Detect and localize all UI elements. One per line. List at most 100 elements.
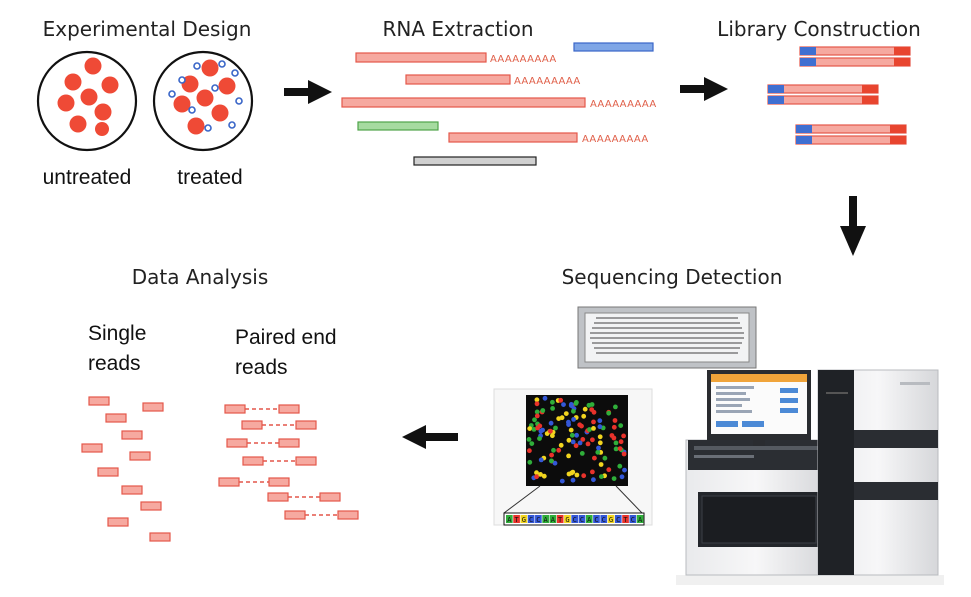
cluster-dot [599, 474, 604, 479]
stage-title-library-construction: Library Construction [717, 17, 921, 41]
cluster-dot [541, 473, 547, 479]
cluster-dot [538, 457, 544, 463]
arrow-to-sequencing [840, 196, 866, 256]
poly-a-tail: AAAAAAAAA [490, 54, 557, 65]
library-fragment [799, 46, 911, 67]
cluster-dot [550, 406, 555, 411]
read-pair [242, 456, 317, 466]
sequencer-side-panel [818, 370, 854, 575]
single-read [107, 517, 129, 527]
cluster-dot [590, 437, 595, 443]
base-box [542, 515, 549, 523]
base-box [571, 515, 579, 523]
cluster-dot [609, 433, 615, 438]
cluster-dot [556, 447, 562, 453]
cluster-dot [553, 425, 558, 431]
cluster-dot [581, 473, 587, 479]
cluster-dot [622, 467, 627, 473]
paired-end-reads [218, 404, 359, 520]
cluster-dot [534, 413, 540, 419]
mrna-strand [405, 74, 511, 85]
poly-a-tail: AAAAAAAAA [514, 76, 581, 87]
base-letter: C [602, 516, 606, 524]
base-box [506, 515, 513, 523]
cluster-dot [534, 409, 540, 415]
cluster-dot [551, 447, 556, 453]
cluster-dot [566, 471, 572, 477]
cluster-dot [617, 463, 623, 469]
cluster-dot [570, 477, 576, 483]
cluster-dots [526, 395, 627, 484]
cluster-dot [537, 423, 543, 429]
base-letter: G [609, 516, 613, 524]
cluster-dot [568, 427, 574, 433]
cluster-dot [621, 451, 627, 457]
cluster-dot [606, 410, 612, 416]
single-read [105, 413, 127, 423]
label-single-reads-line2: reads [88, 352, 141, 375]
flow-cell [577, 306, 757, 369]
cluster-dot [591, 409, 597, 415]
cluster-dot [537, 436, 542, 441]
base-letter: C [631, 516, 635, 524]
cluster-dot [621, 433, 626, 439]
cluster-dot [534, 474, 539, 480]
cluster-dot [538, 472, 543, 477]
base-box [513, 515, 520, 523]
cluster-dot [586, 402, 592, 408]
base-letter: C [573, 516, 577, 524]
poly-a-tail: AAAAAAAAA [590, 99, 657, 110]
base-box [614, 515, 622, 523]
read-pair [267, 492, 341, 502]
cluster-dot [582, 406, 588, 412]
base-box [636, 515, 644, 523]
cluster-dot [597, 424, 603, 430]
base-letter: C [616, 516, 620, 524]
treated-dish [152, 50, 254, 152]
cluster-dot [585, 441, 591, 447]
base-letter: A [544, 516, 549, 524]
cluster-dot [552, 460, 558, 466]
rrna-strand-blue [573, 42, 654, 52]
read-pair [241, 420, 317, 430]
cluster-dot [527, 448, 532, 454]
cluster-dot [568, 402, 574, 407]
single-read [88, 396, 110, 406]
cluster-dot [617, 446, 623, 451]
label-treated: treated [177, 166, 242, 189]
cluster-dot [597, 418, 603, 424]
cluster-dot [529, 441, 535, 446]
base-box [549, 515, 557, 523]
single-read [142, 402, 164, 412]
cluster-dot [591, 426, 596, 431]
poly-a-tail: AAAAAAAAA [582, 134, 649, 145]
rna-molecules: AAAAAAAAA AAAAAAAAA AAAAAAAAA AAAAAAAAA [341, 42, 657, 166]
cluster-dot [548, 428, 553, 434]
cluster-dot [611, 424, 617, 430]
base-letter: A [507, 516, 512, 524]
rrna-strand-green [357, 121, 439, 131]
base-box [629, 515, 637, 523]
cluster-dot [602, 455, 608, 461]
cluster-dot [566, 437, 572, 443]
cluster-dot [569, 432, 575, 438]
cluster-dot [531, 427, 537, 432]
untreated-dish [36, 50, 138, 152]
label-paired-end-line1: Paired end [235, 326, 337, 349]
cluster-dot [598, 462, 604, 467]
cluster-dot [606, 467, 612, 473]
cluster-dot [550, 399, 555, 405]
cluster-dot [573, 401, 579, 406]
cluster-dot [549, 452, 554, 458]
cluster-dot [561, 402, 566, 407]
single-read [129, 451, 151, 461]
cluster-dot [596, 445, 601, 451]
base-box [556, 515, 564, 523]
read-pair [218, 477, 290, 487]
cluster-dot [591, 477, 596, 483]
base-letter: A [551, 516, 556, 524]
base-letter: A [587, 516, 592, 524]
cluster-dot [570, 439, 576, 445]
